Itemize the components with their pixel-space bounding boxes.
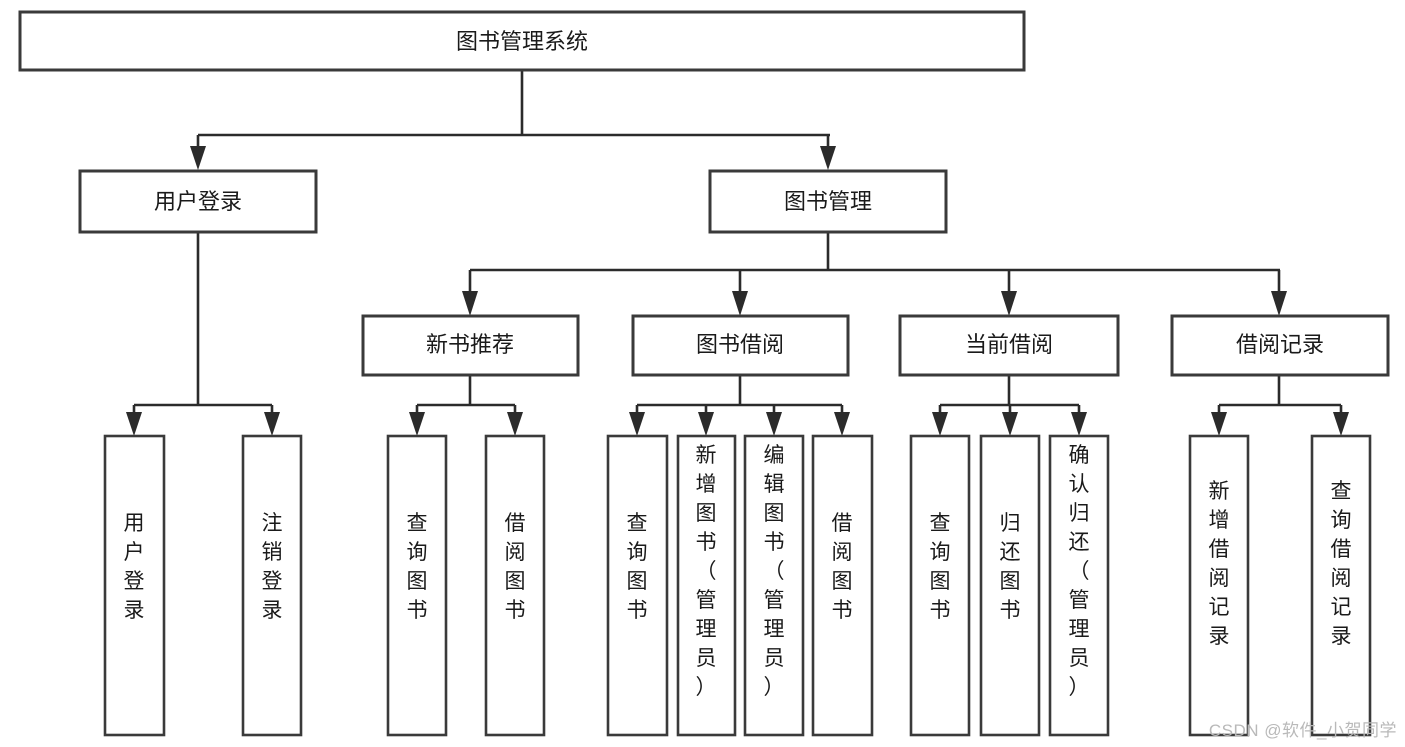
connector-group-new-book [409, 375, 523, 436]
leaf-node-query-book-current[interactable]: 查询图书 [909, 434, 971, 737]
node-book-management-box [708, 169, 948, 234]
leaf-node-query-borrow-record-box [1310, 434, 1372, 737]
leaf-node-query-book-recommend[interactable]: 查询图书 [386, 434, 448, 737]
leaf-node-confirm-return-admin-label: 确认归还（管理员） [1069, 444, 1090, 699]
arrow-head-current-borrow [1001, 291, 1017, 316]
leaf-node-user-login[interactable]: 用户登录 [103, 434, 166, 737]
arrow-head-leaf-query-book-a [409, 412, 425, 436]
leaf-node-query-book-current-box [909, 434, 971, 737]
leaf-node-confirm-return-admin-box [1048, 434, 1110, 737]
leaf-node-borrow-book-recommend-label: 借阅图书 [505, 512, 526, 622]
node-book-management-label: 图书管理 [784, 189, 872, 214]
leaf-node-query-borrow-record-label: 查询借阅记录 [1331, 480, 1352, 648]
leaf-node-borrow-book-box [811, 434, 874, 737]
arrow-head-leaf-query-book-c [932, 412, 948, 436]
arrow-head-leaf-confirm-return [1071, 412, 1087, 436]
leaf-node-add-borrow-record[interactable]: 新增借阅记录 [1188, 434, 1250, 737]
leaf-node-add-book-admin[interactable]: 新增图书（管理员） [676, 434, 737, 737]
leaf-node-borrow-book[interactable]: 借阅图书 [811, 434, 874, 737]
node-user-login-label: 用户登录 [154, 189, 242, 214]
leaf-node-query-book-current-label: 查询图书 [930, 512, 951, 622]
leaf-node-edit-book-admin-box [743, 434, 805, 737]
leaf-node-add-book-admin-box [676, 434, 737, 737]
arrow-head-leaf-user-login [126, 412, 142, 436]
leaf-node-return-book-box [979, 434, 1041, 737]
leaf-node-return-book-label: 归还图书 [1000, 512, 1021, 622]
connector-group-book-borrow [629, 375, 850, 436]
node-book-management[interactable]: 图书管理 [708, 169, 948, 234]
arrow-head-leaf-add-book [698, 412, 714, 436]
leaf-node-add-book-admin-label: 新增图书（管理员） [696, 444, 717, 699]
node-current-borrow[interactable]: 当前借阅 [898, 314, 1120, 377]
node-system-root-box [18, 10, 1026, 72]
leaf-node-query-book-borrow[interactable]: 查询图书 [606, 434, 669, 737]
arrow-head-leaf-query-record [1333, 412, 1349, 436]
arrow-head-leaf-add-record [1211, 412, 1227, 436]
leaf-node-query-book-recommend-label: 查询图书 [407, 512, 428, 622]
node-user-login-box [78, 169, 318, 234]
leaf-node-edit-book-admin[interactable]: 编辑图书（管理员） [743, 434, 805, 737]
leaf-node-edit-book-admin-label: 编辑图书（管理员） [764, 444, 785, 699]
leaf-node-add-borrow-record-box [1188, 434, 1250, 737]
leaf-node-add-borrow-record-label: 新增借阅记录 [1209, 480, 1230, 648]
node-book-borrow-box [631, 314, 850, 377]
arrow-head-leaf-borrow-book-b [834, 412, 850, 436]
connector-group-current-borrow [932, 375, 1087, 436]
leaf-node-query-borrow-record[interactable]: 查询借阅记录 [1310, 434, 1372, 737]
arrow-head-book-mgmt [820, 146, 836, 170]
connector-group-user-login [126, 232, 280, 436]
leaf-node-user-login-box [103, 434, 166, 737]
arrow-head-book-borrow [732, 291, 748, 316]
node-new-book-recommend[interactable]: 新书推荐 [361, 314, 580, 377]
leaf-node-borrow-book-recommend-box [484, 434, 546, 737]
connector-group-root [190, 70, 836, 170]
leaf-node-logout-label: 注销登录 [262, 512, 283, 622]
node-borrow-record[interactable]: 借阅记录 [1170, 314, 1390, 377]
arrow-head-leaf-return-book [1002, 412, 1018, 436]
node-current-borrow-box [898, 314, 1120, 377]
connector-group-borrow-record [1211, 375, 1349, 436]
leaf-node-logout[interactable]: 注销登录 [241, 434, 303, 737]
node-system-root[interactable]: 图书管理系统 [18, 10, 1026, 72]
leaf-node-borrow-book-recommend[interactable]: 借阅图书 [484, 434, 546, 737]
arrow-head-new-book [462, 291, 478, 316]
node-borrow-record-label: 借阅记录 [1236, 332, 1324, 357]
leaf-node-user-login-label: 用户登录 [124, 512, 145, 622]
leaf-node-borrow-book-label: 借阅图书 [832, 512, 853, 622]
leaf-node-return-book[interactable]: 归还图书 [979, 434, 1041, 737]
node-borrow-record-box [1170, 314, 1390, 377]
node-new-book-recommend-box [361, 314, 580, 377]
arrow-head-leaf-logout [264, 412, 280, 436]
leaf-node-confirm-return-admin[interactable]: 确认归还（管理员） [1048, 434, 1110, 737]
node-book-borrow-label: 图书借阅 [696, 332, 784, 357]
node-new-book-recommend-label: 新书推荐 [426, 332, 514, 357]
arrow-head-leaf-edit-book [766, 412, 782, 436]
leaf-node-query-book-borrow-box [606, 434, 669, 737]
leaf-node-logout-box [241, 434, 303, 737]
leaf-node-query-book-recommend-box [386, 434, 448, 737]
leaf-node-query-book-borrow-label: 查询图书 [627, 512, 648, 622]
arrow-head-borrow-record [1271, 291, 1287, 316]
arrow-head-leaf-query-book-b [629, 412, 645, 436]
node-user-login[interactable]: 用户登录 [78, 169, 318, 234]
arrow-head-user-login [190, 146, 206, 170]
node-system-root-label: 图书管理系统 [456, 29, 588, 54]
node-book-borrow[interactable]: 图书借阅 [631, 314, 850, 377]
arrow-head-leaf-borrow-book-a [507, 412, 523, 436]
connector-group-book-mgmt [462, 232, 1287, 316]
watermark-label: CSDN @软件_小贺同学 [1208, 721, 1397, 740]
node-current-borrow-label: 当前借阅 [965, 332, 1053, 357]
